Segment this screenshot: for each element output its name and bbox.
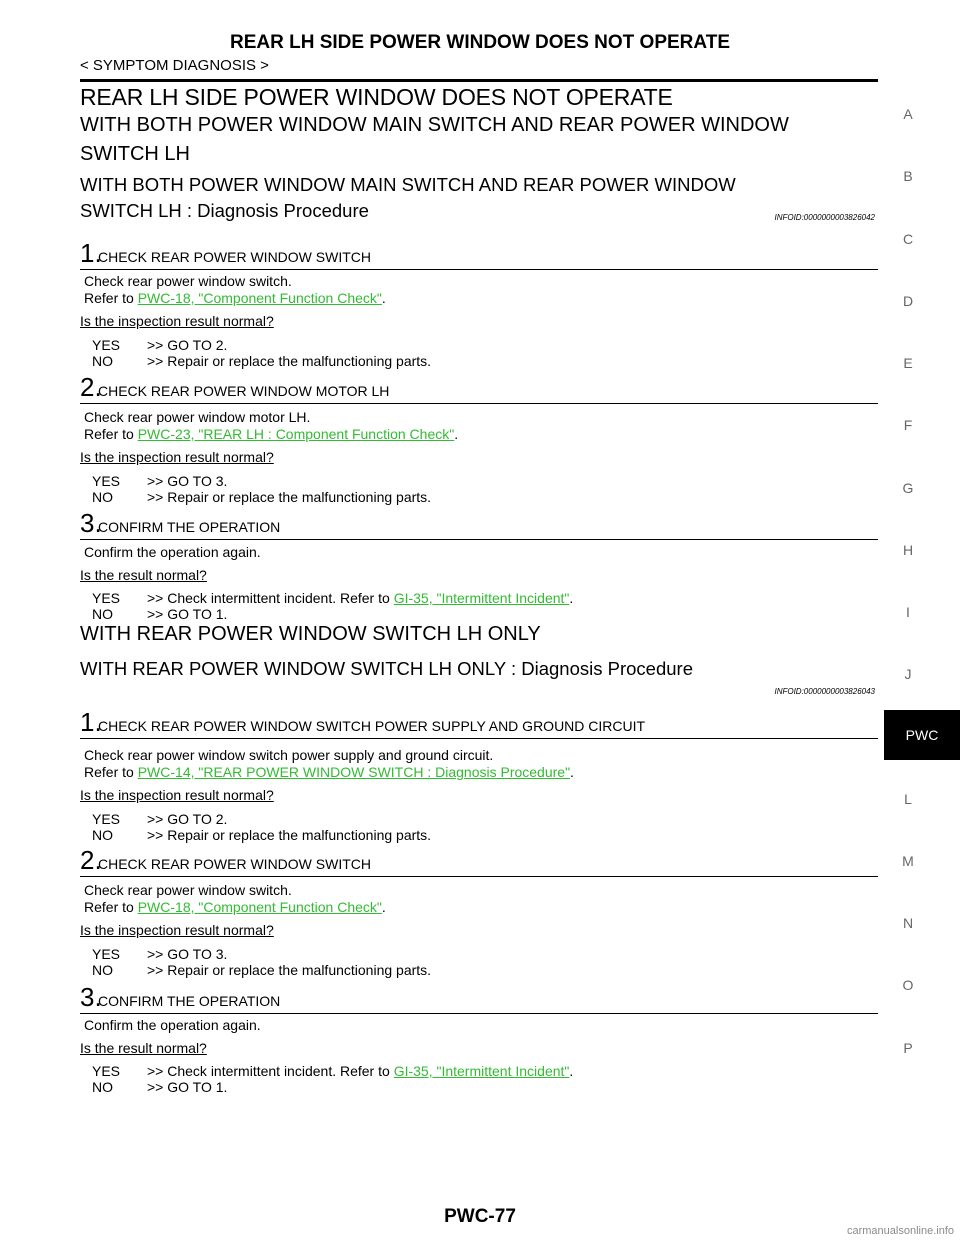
inspection-question: Is the result normal? xyxy=(80,1040,207,1056)
reference-link[interactable]: PWC-23, "REAR LH : Component Function Ch… xyxy=(137,426,455,442)
step-instruction: Confirm the operation again. xyxy=(84,544,261,560)
reference-link[interactable]: PWC-18, "Component Function Check" xyxy=(137,290,382,306)
section2-subheading: WITH REAR POWER WINDOW SWITCH LH ONLY : … xyxy=(80,658,693,679)
step-instruction: Check rear power window switch. xyxy=(84,273,292,289)
sidebar-index-letter[interactable]: J xyxy=(904,666,912,682)
header-divider xyxy=(80,79,878,82)
answer-no: NO>> Repair or replace the malfunctionin… xyxy=(92,827,432,843)
answer-no: NO>> Repair or replace the malfunctionin… xyxy=(92,489,432,505)
sidebar-index-letter[interactable]: H xyxy=(902,542,914,558)
sidebar-index-letter[interactable]: P xyxy=(903,1040,913,1056)
sidebar-index-letter[interactable]: E xyxy=(903,355,913,371)
main-title: REAR LH SIDE POWER WINDOW DOES NOT OPERA… xyxy=(80,84,673,110)
sidebar-tab-pwc[interactable]: PWC xyxy=(884,710,960,760)
sidebar-index-letter[interactable]: B xyxy=(903,168,913,184)
sidebar-index-letter[interactable]: G xyxy=(902,480,914,496)
reference-link[interactable]: PWC-18, "Component Function Check" xyxy=(137,899,382,915)
step-header: 3. CONFIRM THE OPERATION xyxy=(80,981,878,1014)
answer-no: NO>> GO TO 1. xyxy=(92,606,228,622)
answer-no: NO>> Repair or replace the malfunctionin… xyxy=(92,353,432,369)
sidebar-index-letter[interactable]: O xyxy=(902,977,914,993)
section1-subheading: WITH BOTH POWER WINDOW MAIN SWITCH AND R… xyxy=(80,174,736,221)
answer-yes: YES>> GO TO 3. xyxy=(92,473,228,489)
sidebar-index-letter[interactable]: D xyxy=(902,293,914,309)
answer-yes: YES>> Check intermittent incident. Refer… xyxy=(92,590,574,606)
section2-infoid: INFOID:0000000003826043 xyxy=(774,687,875,696)
step-header: 3. CONFIRM THE OPERATION xyxy=(80,507,878,540)
answer-yes: YES>> GO TO 2. xyxy=(92,337,228,353)
breadcrumb: < SYMPTOM DIAGNOSIS > xyxy=(80,57,269,74)
page-number: PWC-77 xyxy=(444,1206,516,1227)
inspection-question: Is the inspection result normal? xyxy=(80,787,274,803)
step-header: 2. CHECK REAR POWER WINDOW SWITCH xyxy=(80,844,878,877)
step-reference: Refer to PWC-23, "REAR LH : Component Fu… xyxy=(84,426,459,442)
section1-heading: WITH BOTH POWER WINDOW MAIN SWITCH AND R… xyxy=(80,114,789,165)
sidebar-index-letter[interactable]: N xyxy=(902,915,914,931)
sidebar-index-letter[interactable]: C xyxy=(902,231,914,247)
section1-infoid: INFOID:0000000003826042 xyxy=(774,213,875,222)
step-header: 2. CHECK REAR POWER WINDOW MOTOR LH xyxy=(80,371,878,404)
reference-link[interactable]: GI-35, "Intermittent Incident" xyxy=(393,1063,570,1079)
answer-no: NO>> Repair or replace the malfunctionin… xyxy=(92,962,432,978)
sidebar-index-letter[interactable]: F xyxy=(903,417,913,433)
section2-heading: WITH REAR POWER WINDOW SWITCH LH ONLY xyxy=(80,623,541,645)
sidebar-index-letter[interactable]: L xyxy=(904,791,912,807)
step-instruction: Check rear power window switch power sup… xyxy=(84,747,494,763)
answer-yes: YES>> Check intermittent incident. Refer… xyxy=(92,1063,574,1079)
answer-yes: YES>> GO TO 3. xyxy=(92,946,228,962)
step-reference: Refer to PWC-18, "Component Function Che… xyxy=(84,899,386,915)
sidebar-index-letter[interactable]: A xyxy=(903,106,913,122)
inspection-question: Is the inspection result normal? xyxy=(80,313,274,329)
page-header-title: REAR LH SIDE POWER WINDOW DOES NOT OPERA… xyxy=(230,32,730,53)
step-header: 1. CHECK REAR POWER WINDOW SWITCH xyxy=(80,237,878,270)
step-instruction: Confirm the operation again. xyxy=(84,1017,261,1033)
step-instruction: Check rear power window motor LH. xyxy=(84,409,311,425)
sidebar-index-letter[interactable]: I xyxy=(906,604,910,620)
step-instruction: Check rear power window switch. xyxy=(84,882,292,898)
inspection-question: Is the result normal? xyxy=(80,567,207,583)
answer-yes: YES>> GO TO 2. xyxy=(92,811,228,827)
step-reference: Refer to PWC-14, "REAR POWER WINDOW SWIT… xyxy=(84,764,574,780)
step-reference: Refer to PWC-18, "Component Function Che… xyxy=(84,290,386,306)
inspection-question: Is the inspection result normal? xyxy=(80,922,274,938)
reference-link[interactable]: GI-35, "Intermittent Incident" xyxy=(393,590,570,606)
sidebar-index-letter[interactable]: M xyxy=(902,853,914,869)
step-header: 1. CHECK REAR POWER WINDOW SWITCH POWER … xyxy=(80,706,878,739)
inspection-question: Is the inspection result normal? xyxy=(80,449,274,465)
watermark: carmanualsonline.info xyxy=(846,1225,954,1237)
answer-no: NO>> GO TO 1. xyxy=(92,1079,228,1095)
reference-link[interactable]: PWC-14, "REAR POWER WINDOW SWITCH : Diag… xyxy=(137,764,571,780)
